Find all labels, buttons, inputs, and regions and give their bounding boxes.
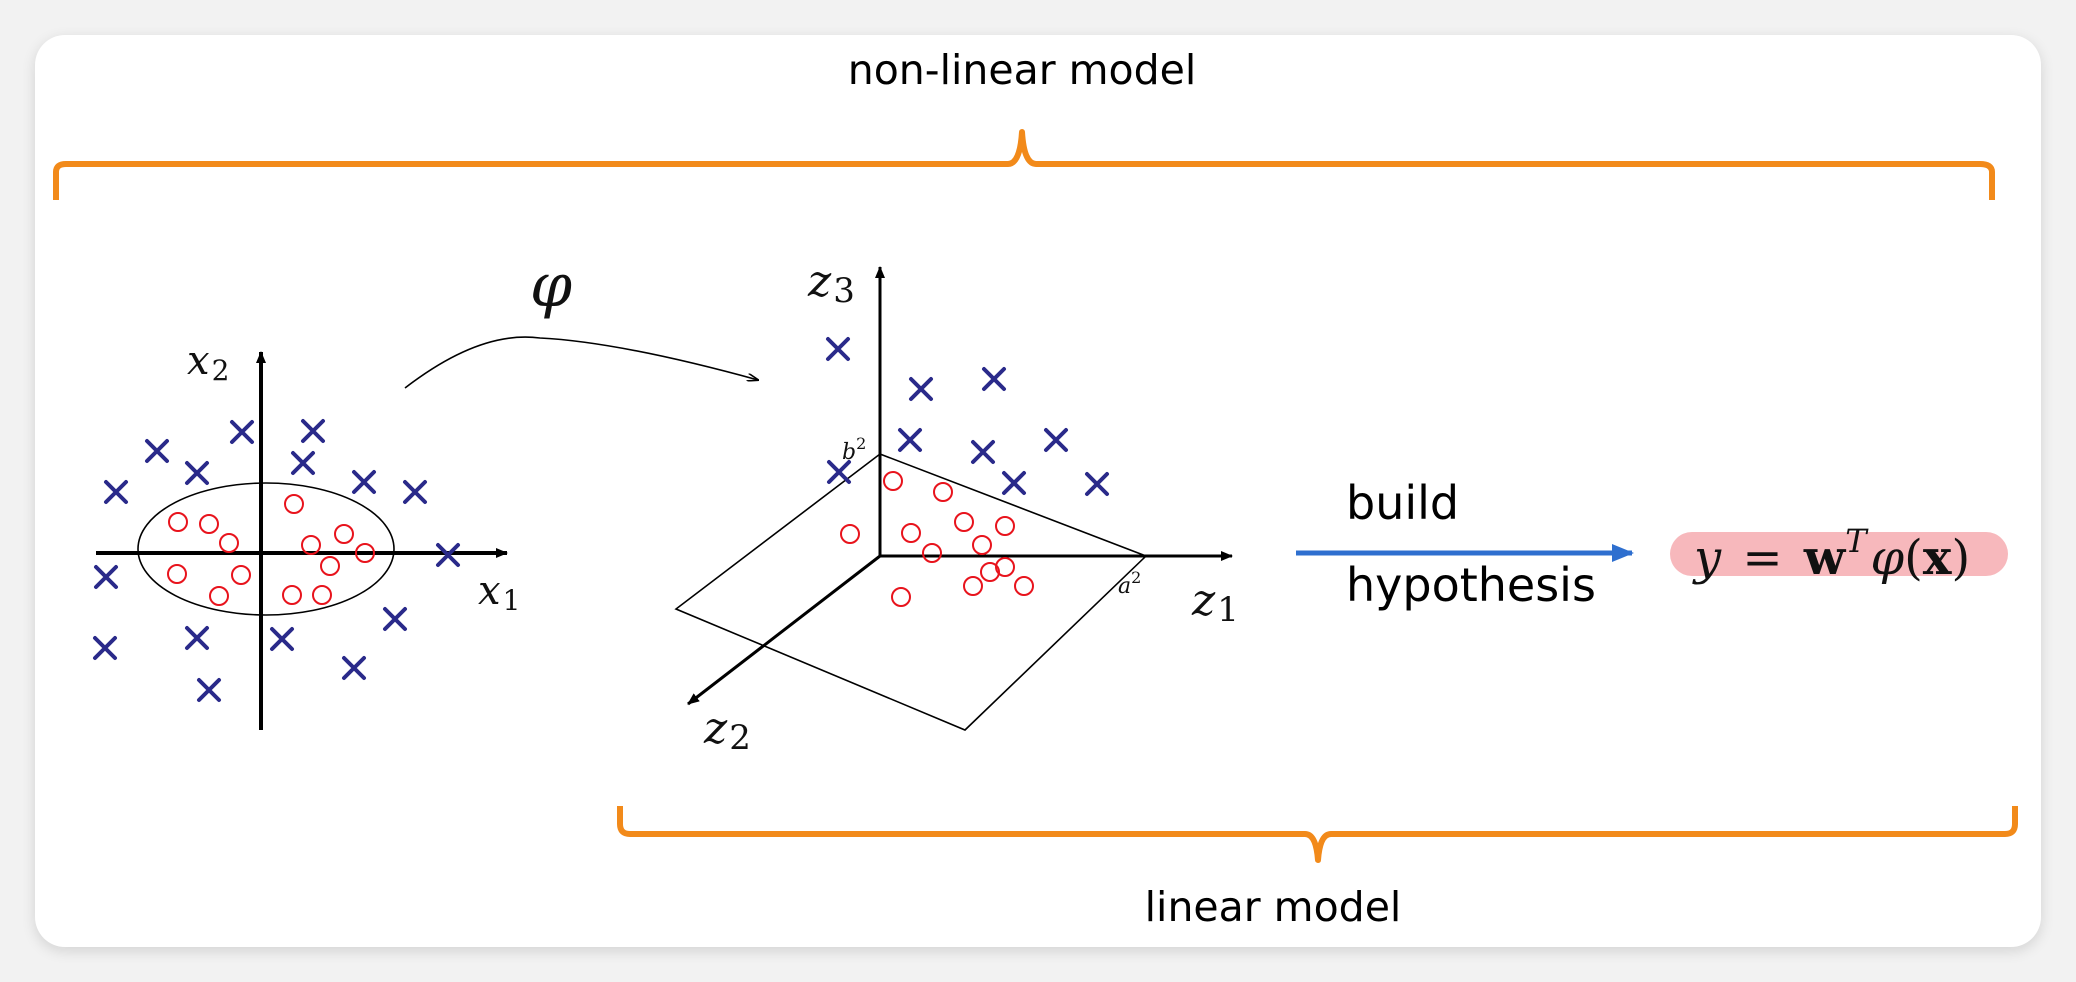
feature-crosses [826, 337, 1109, 496]
cross-marker [827, 460, 851, 484]
circle-marker [883, 471, 903, 491]
cross-marker [403, 480, 427, 504]
cross-marker [982, 367, 1006, 391]
cross-marker [230, 420, 254, 444]
circle-marker [995, 557, 1015, 577]
build-label: build [1346, 476, 1459, 530]
circle-marker [1014, 576, 1034, 596]
separating-plane [674, 453, 1148, 731]
diagram-card [35, 35, 2041, 947]
circle-marker [284, 494, 304, 514]
cross-marker [185, 626, 209, 650]
circle-marker [933, 482, 953, 502]
non-linear-model-bracket [53, 129, 1995, 200]
hypothesis-label: hypothesis [1346, 558, 1596, 612]
z1-axis-label: z1 [1191, 575, 1239, 630]
circle-marker [355, 543, 375, 563]
z2-axis [687, 554, 881, 706]
circle-marker [219, 533, 239, 553]
circle-marker [963, 576, 983, 596]
circle-marker [168, 512, 188, 532]
cross-marker [898, 428, 922, 452]
circle-marker [167, 564, 187, 584]
circle-marker [954, 512, 974, 532]
cross-marker [1002, 471, 1026, 495]
circle-marker [320, 556, 340, 576]
circle-marker [995, 516, 1015, 536]
circle-marker [312, 585, 332, 605]
cross-marker [826, 337, 850, 361]
circle-marker [209, 586, 229, 606]
linear-model-bracket [617, 806, 2018, 863]
cross-marker [909, 377, 933, 401]
decision-ellipse [137, 482, 395, 616]
circle-marker [199, 514, 219, 534]
input-crosses [93, 419, 460, 702]
circle-marker [980, 562, 1000, 582]
linear-model-caption: linear model [1145, 883, 1402, 931]
cross-marker [436, 543, 460, 567]
cross-marker [145, 439, 169, 463]
cross-marker [971, 440, 995, 464]
cross-marker [291, 451, 315, 475]
cross-marker [1085, 472, 1109, 496]
cross-marker [197, 678, 221, 702]
circle-marker [972, 535, 992, 555]
circle-marker [922, 543, 942, 563]
x1-axis-label: x1 [478, 568, 520, 617]
z3-axis-label: z3 [807, 256, 855, 311]
cross-marker [270, 627, 294, 651]
circle-marker [231, 565, 251, 585]
input-circles [167, 494, 375, 606]
cross-marker [352, 470, 376, 494]
cross-marker [104, 480, 128, 504]
input-space-plot: x1 x2 [93, 338, 520, 730]
a-squared-mark: a2 [1118, 568, 1141, 599]
phi-symbol: φ [530, 251, 572, 321]
circle-marker [301, 535, 321, 555]
cross-marker [301, 419, 325, 443]
circle-marker [891, 587, 911, 607]
cross-marker [1044, 428, 1068, 452]
feature-circles [840, 471, 1034, 607]
cross-marker [185, 461, 209, 485]
formula-highlight [1670, 532, 2008, 576]
feature-space-plot: z3 z1 z2 a2 b2 [674, 256, 1239, 758]
circle-marker [334, 524, 354, 544]
cross-marker [383, 607, 407, 631]
x2-axis-label: x2 [187, 338, 229, 387]
circle-marker [840, 524, 860, 544]
circle-marker [901, 523, 921, 543]
z2-axis-label: z2 [703, 703, 751, 758]
cross-marker [94, 565, 118, 589]
mapping-arrow [404, 336, 758, 389]
cross-marker [342, 656, 366, 680]
hypothesis-formula: y = wTφ(x) [1692, 522, 1970, 586]
cross-marker [93, 636, 117, 660]
non-linear-model-caption: non-linear model [848, 46, 1197, 94]
b-squared-mark: b2 [842, 434, 866, 465]
circle-marker [282, 585, 302, 605]
